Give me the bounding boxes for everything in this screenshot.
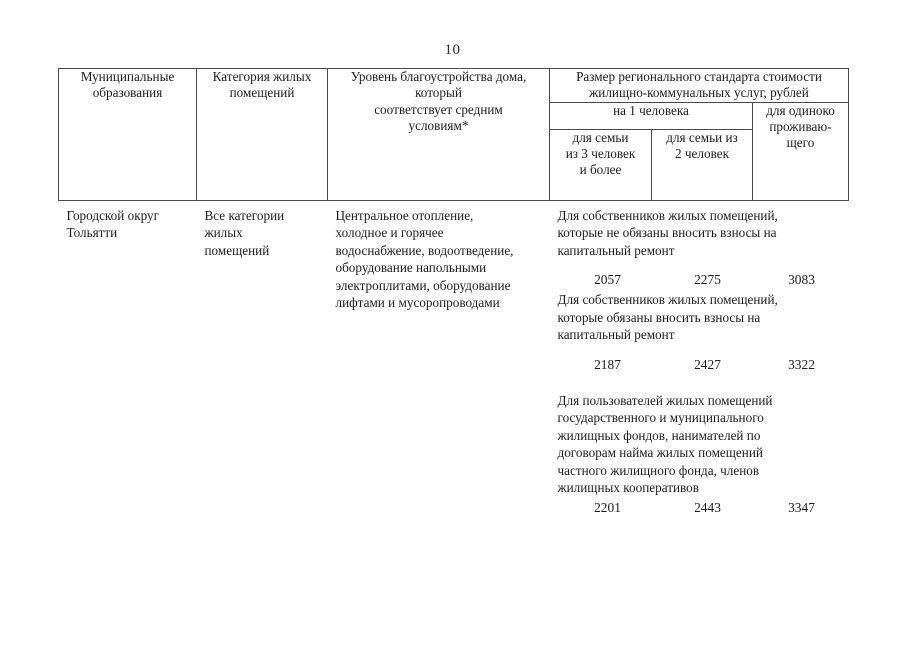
rate-living-alone: 3347 xyxy=(788,499,815,515)
rate-family-of-2: 2427 xyxy=(694,356,721,372)
block-spacer xyxy=(558,376,849,392)
rate-family-of-3-or-more: 2201 xyxy=(594,499,621,515)
rate-values-row: 2187 2427 3322 xyxy=(558,356,846,374)
rate-family-of-2: 2275 xyxy=(694,272,721,288)
rate-family-of-3-or-more: 2057 xyxy=(594,272,621,288)
header-family-of-2: для семьи из 2 человек xyxy=(651,128,753,201)
rate-living-alone: 3083 xyxy=(788,272,815,288)
rate-living-alone: 3322 xyxy=(788,356,815,372)
rate-description: Для собственников жилых помещений, котор… xyxy=(557,292,778,343)
header-family-of-3-or-more: для семьи из 3 человек и более xyxy=(549,128,652,201)
rate-block-tenants: Для пользователей жилых помещений госуда… xyxy=(558,392,849,517)
header-category: Категория жилых помещений xyxy=(196,68,328,201)
cell-rates: Для собственников жилых помещений, котор… xyxy=(549,199,849,647)
header-municipalities: Муниципальные образования xyxy=(58,68,197,201)
header-improvement-level: Уровень благоустройства дома, который со… xyxy=(327,68,550,201)
rate-block-owners-obliged: Для собственников жилых помещений, котор… xyxy=(558,291,849,373)
table-header-row-1: Муниципальные образования Категория жилы… xyxy=(58,68,849,201)
rate-values-row: 2057 2275 3083 xyxy=(558,271,846,289)
rate-family-of-2: 2443 xyxy=(694,499,721,515)
cell-category: Все категории жилых помещений xyxy=(196,199,328,647)
page-number: 10 xyxy=(444,42,461,58)
header-living-alone: для одиноко проживаю- щего xyxy=(752,101,849,201)
rate-description: Для пользователей жилых помещений госуда… xyxy=(557,392,773,496)
table-header-row-2: на 1 человека для одиноко проживаю- щего xyxy=(59,101,849,201)
rate-family-of-3-or-more: 2187 xyxy=(594,356,621,372)
regional-standard-table: Муниципальные образования Категория жилы… xyxy=(58,68,849,647)
rate-description: Для собственников жилых помещений, котор… xyxy=(557,207,778,258)
header-per-person: на 1 человека xyxy=(549,101,753,130)
header-standard-size: Размер регионального стандарта стоимости… xyxy=(549,68,849,103)
table-header-row-3: для семьи из 3 человек и более для семьи… xyxy=(59,128,849,201)
cell-improvement-level: Центральное отопление, холодное и горяче… xyxy=(327,199,550,647)
rate-values-row: 2201 2443 3347 xyxy=(558,499,846,517)
table-row: Городской округ Тольятти Все категории ж… xyxy=(58,199,849,647)
cell-municipality: Городской округ Тольятти xyxy=(58,199,197,647)
rate-block-owners-exempt: Для собственников жилых помещений, котор… xyxy=(558,207,849,289)
